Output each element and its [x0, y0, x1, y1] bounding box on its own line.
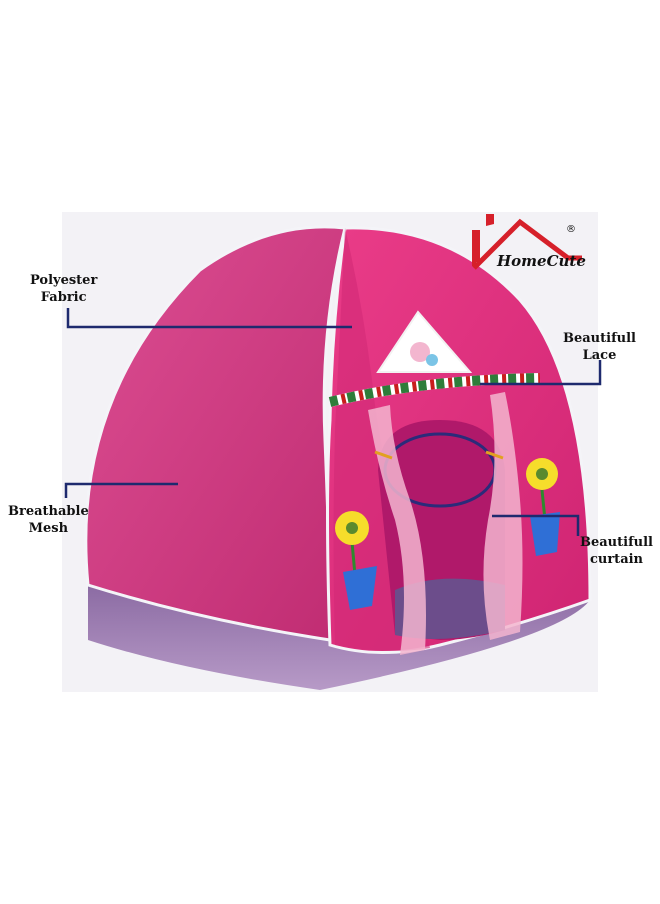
- callout-beautifull-lace: Beautifull Lace: [563, 330, 636, 364]
- homecute-logo: HomeCute ®: [472, 214, 586, 270]
- breathable-mesh-panel: [84, 225, 347, 642]
- callout-polyester-line1: Polyester: [30, 273, 98, 288]
- callout-polyester-fabric: Polyester Fabric: [30, 272, 97, 306]
- callout-beautifull-curtain: Beautifull curtain: [580, 534, 653, 568]
- emblem-patch: [376, 310, 473, 373]
- registered-mark: ®: [566, 224, 576, 235]
- callout-curtain-line2: curtain: [589, 552, 644, 567]
- callout-lines: [64, 308, 602, 536]
- flower-decoration-left: [335, 511, 377, 610]
- lace-trim: [328, 373, 541, 407]
- callout-breathable-mesh: Breathable Mesh: [8, 503, 89, 537]
- callout-mesh-line2: Mesh: [28, 521, 69, 536]
- flower-decoration-right: [526, 458, 560, 556]
- callout-polyester-line2: Fabric: [40, 290, 87, 305]
- curtain-left: [368, 405, 426, 655]
- callout-lace-line2: Lace: [582, 348, 617, 363]
- logo-text: HomeCute: [496, 252, 586, 270]
- callout-curtain-line1: Beautifull: [580, 535, 653, 550]
- callout-lace-line1: Beautifull: [563, 331, 636, 346]
- callout-mesh-line1: Breathable: [8, 504, 89, 519]
